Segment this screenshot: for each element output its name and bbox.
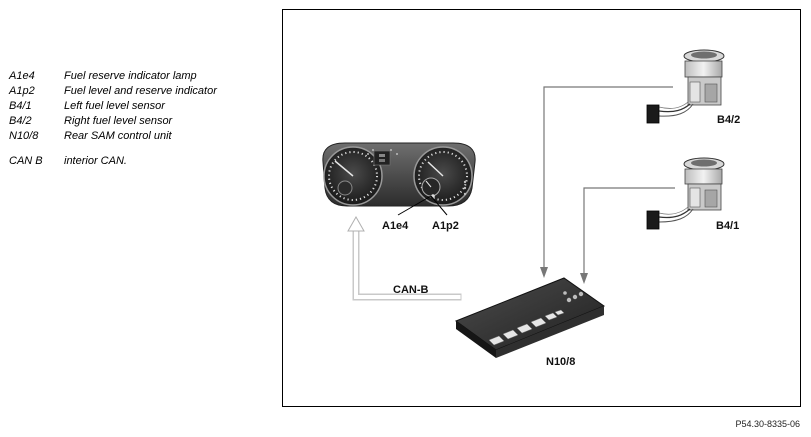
- legend-description: Left fuel level sensor: [64, 100, 165, 112]
- a1e4-leader: [397, 195, 432, 216]
- can-b-connection: CAN-B: [347, 215, 462, 301]
- legend-description: interior CAN.: [64, 155, 127, 167]
- fuel-level-diagram: CAN-B: [322, 49, 740, 368]
- legend-description: Rear SAM control unit: [64, 130, 172, 142]
- legend-description: Right fuel level sensor: [64, 115, 173, 127]
- legend-code: B4/1: [9, 100, 32, 112]
- control-unit-fuses: [563, 291, 584, 303]
- a1p2-label: A1p2: [432, 220, 459, 232]
- left-fuel-level-sensor: B4/1: [646, 157, 739, 232]
- right-sensor-line: [543, 86, 673, 268]
- n10-8-label: N10/8: [546, 356, 575, 368]
- info-display: [373, 150, 391, 166]
- can-b-arrowhead: [347, 215, 365, 232]
- diagram-frame: CAN-B: [282, 9, 801, 407]
- b4-2-connector: [646, 104, 660, 124]
- control-unit-connectors: [488, 309, 565, 346]
- right-sensor-arrowhead: [540, 267, 548, 278]
- legend-description: Fuel reserve indicator lamp: [64, 70, 197, 82]
- legend-code: A1p2: [9, 85, 35, 97]
- legend-code: B4/2: [9, 115, 32, 127]
- b4-2-label: B4/2: [717, 114, 740, 126]
- a1p2-leader: [430, 195, 448, 216]
- a1e4-label: A1e4: [382, 220, 409, 232]
- left-sensor-line: [583, 187, 675, 274]
- legend-code: N10/8: [9, 130, 39, 142]
- b4-1-connector: [646, 210, 660, 230]
- left-sensor-arrowhead: [580, 273, 588, 284]
- legend-code: CAN B: [9, 155, 43, 167]
- sensor-signal-lines: [540, 86, 675, 284]
- right-fuel-level-sensor: B4/2: [646, 49, 740, 126]
- legend-description: Fuel level and reserve indicator: [64, 85, 217, 97]
- rear-sam-control-unit: N10/8: [454, 277, 606, 368]
- legend-code: A1e4: [9, 70, 35, 82]
- can-b-label: CAN-B: [393, 284, 428, 296]
- b4-1-label: B4/1: [716, 220, 739, 232]
- instrument-cluster: A1e4 A1p2: [322, 142, 476, 232]
- figure-reference: P54.30-8335-06: [735, 419, 800, 429]
